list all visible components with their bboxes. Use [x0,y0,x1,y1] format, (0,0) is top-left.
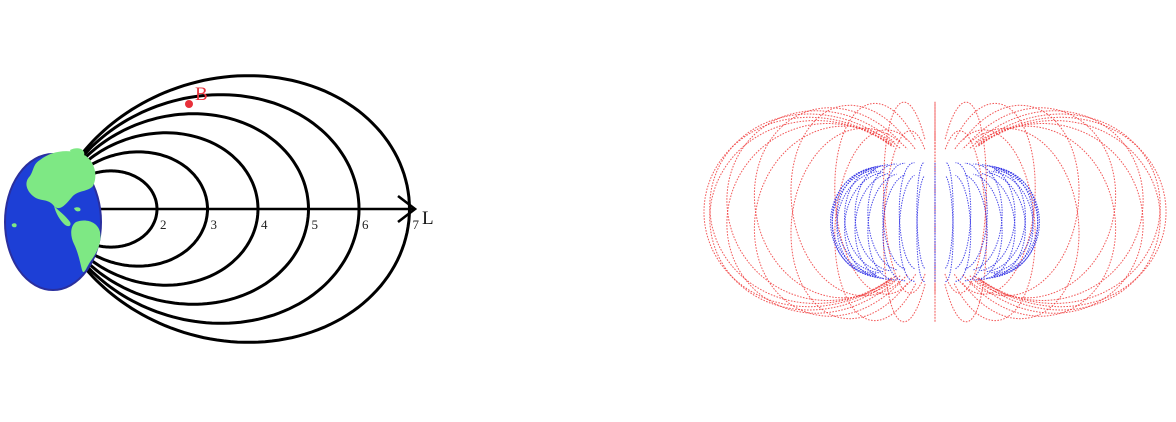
inner-field-loop [965,163,987,269]
l-axis-label: L [422,208,434,229]
tick-label-l4: 4 [261,217,268,232]
inner-field-loop [917,163,925,269]
inner-field-loop [973,164,1002,270]
outer-field-loop [727,124,895,314]
tick-label-l7: 7 [413,217,420,232]
tick-label-l6: 6 [362,217,369,232]
inner-field-loop [883,163,905,269]
outer-field-loop [704,117,891,306]
tick-label-l3: 3 [211,217,218,232]
inner-field-loop [956,163,971,269]
point-b-marker [185,100,193,108]
inner-field-loop [956,175,971,281]
outer-field-lines-red [704,102,1166,322]
outer-field-loop [710,114,892,304]
outer-field-loop [980,117,1167,306]
inner-field-loop [899,175,914,281]
inner-field-loop [994,170,1038,276]
point-b-label: B [195,84,208,105]
outer-field-loop [791,128,907,318]
tick-label-l5: 5 [312,217,319,232]
inner-field-loop [832,170,876,276]
outer-field-loop [945,131,987,322]
inner-field-loop [868,164,897,270]
3d-magnetic-field-rendering [704,102,1166,322]
outer-field-loop [884,131,926,322]
l-tick-labels: 2 3 4 5 6 7 [160,217,420,232]
earth-globe [5,148,101,290]
outer-field-loop [975,124,1143,314]
inner-field-loop [899,163,914,269]
outer-field-loop [978,114,1160,304]
outer-field-loop [754,126,900,316]
tick-label-l2: 2 [160,217,167,232]
outer-field-loop [970,126,1116,316]
outer-field-loop [963,105,1079,295]
outer-field-loop [791,105,907,295]
outer-field-loop [963,128,1079,318]
inner-field-loop [945,163,953,269]
dipole-field-line-diagram: L 2 3 4 5 6 7 B [5,76,434,343]
